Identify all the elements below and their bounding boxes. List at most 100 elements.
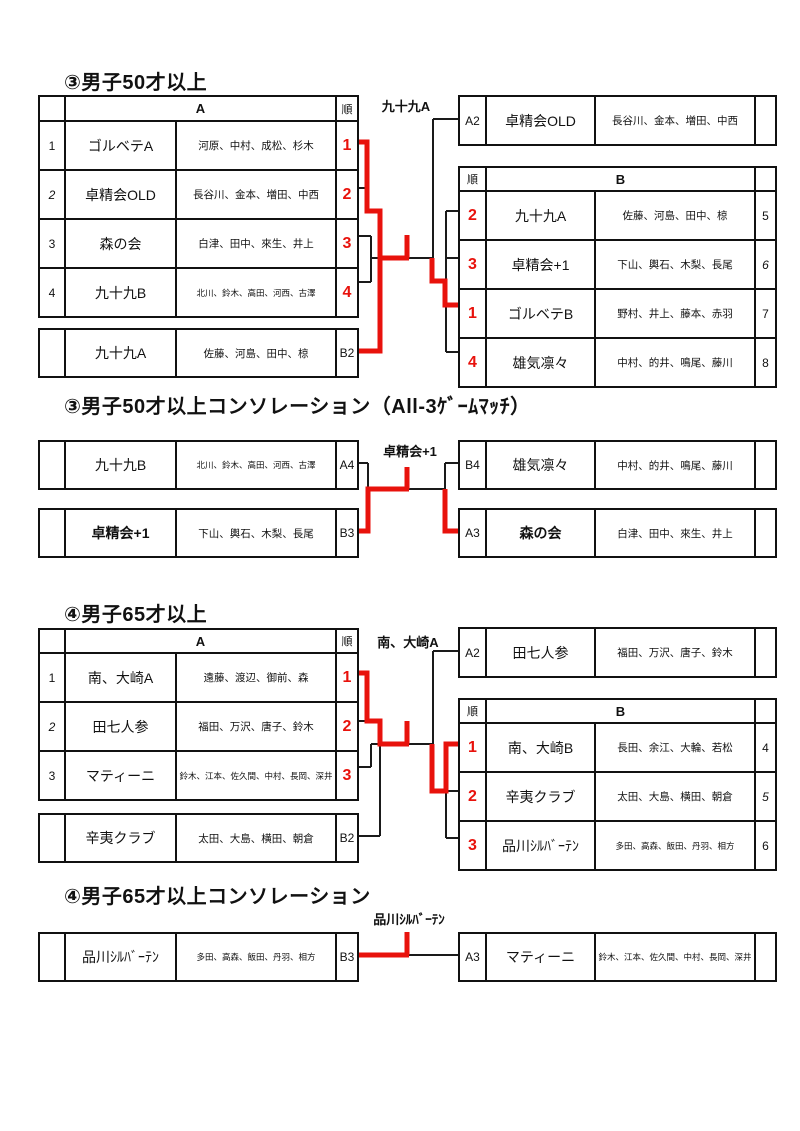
table-row: 2 辛夷クラブ 太田、大島、横田、朝倉 5 <box>460 771 775 820</box>
seed-tag-cell: B3 <box>335 934 357 980</box>
table-row: 辛夷クラブ 太田、大島、横田、朝倉 B2 <box>40 815 357 861</box>
members-cell: 福田、万沢、唐子、鈴木 <box>594 629 754 676</box>
seed-tag-cell: A3 <box>465 950 480 964</box>
rank-cell: 2 <box>335 171 357 218</box>
members-cell: 太田、大島、横田、朝倉 <box>594 773 754 820</box>
table-row: 1 ゴルベテA 河原、中村、成松、杉木 1 <box>40 120 357 169</box>
team-cell: 南、大崎B <box>485 724 594 771</box>
group-label-cell: A <box>64 630 335 652</box>
c1-right-box-1: B4 雄気凛々 中村、的井、鳴尾、藤川 <box>458 440 777 490</box>
rank-cell: 4 <box>468 353 477 371</box>
seed-cell: 5 <box>754 773 775 820</box>
members-cell: 佐藤、河島、田中、椋 <box>175 330 335 376</box>
blank-cell <box>754 510 775 556</box>
rank-cell: 2 <box>468 787 477 805</box>
members-cell: 佐藤、河島、田中、椋 <box>594 192 754 239</box>
members-cell: 北川、鈴木、高田、河西、古澤 <box>175 269 335 316</box>
rank-cell: 3 <box>468 836 477 854</box>
table-row: 3 卓精会+1 下山、輿石、木梨、長尾 6 <box>460 239 775 288</box>
c2-left-box: 品川ｼﾙﾊﾞｰﾃﾝ 多田、高森、飯田、丹羽、相方 B3 <box>38 932 359 982</box>
group-label-cell: A <box>64 97 335 120</box>
s1-a2-box: A2 卓精会OLD 長谷川、金本、増田、中西 <box>458 95 777 146</box>
rank-cell: 3 <box>335 752 357 799</box>
table-row: A2 卓精会OLD 長谷川、金本、増田、中西 <box>460 97 775 144</box>
team-cell: 卓精会OLD <box>64 171 175 218</box>
blank-cell <box>754 97 775 144</box>
seed-cell: 1 <box>48 670 56 685</box>
team-cell: 辛夷クラブ <box>64 815 175 861</box>
team-cell: 田七人参 <box>64 703 175 750</box>
seed-tag-cell: A4 <box>335 442 357 488</box>
s2-a2-box: A2 田七人参 福田、万沢、唐子、鈴木 <box>458 627 777 678</box>
table-row: A3 マティーニ 鈴木、江本、佐久間、中村、長岡、深井 <box>460 934 775 980</box>
s1-group-b-table: 順 B 2 九十九A 佐藤、河島、田中、椋 5 3 卓精会+1 下山、輿石、木梨… <box>458 166 777 388</box>
seed-cell: 7 <box>754 290 775 337</box>
members-cell: 白津、田中、來生、井上 <box>594 510 754 556</box>
team-cell: ゴルベテB <box>485 290 594 337</box>
table-row: 1 ゴルベテB 野村、井上、藤本、赤羽 7 <box>460 288 775 337</box>
seed-cell: 8 <box>754 339 775 386</box>
c1-left-box-1: 九十九B 北川、鈴木、高田、河西、古澤 A4 <box>38 440 359 490</box>
team-cell: 九十九A <box>64 330 175 376</box>
seed-cell: 3 <box>48 768 56 783</box>
header-blank-cell <box>754 168 775 190</box>
table-row: A3 森の会 白津、田中、來生、井上 <box>460 510 775 556</box>
rank-cell: 4 <box>335 269 357 316</box>
team-cell: 九十九B <box>64 269 175 316</box>
consolation2-winner-label: 品川ｼﾙﾊﾞｰﾃﾝ <box>373 912 445 927</box>
team-cell: 南、大崎A <box>64 654 175 701</box>
blank-cell <box>40 815 64 861</box>
team-cell: 雄気凛々 <box>485 339 594 386</box>
members-cell: 太田、大島、横田、朝倉 <box>175 815 335 861</box>
members-cell: 長谷川、金本、増田、中西 <box>175 171 335 218</box>
seed-cell: 1 <box>48 138 56 153</box>
table-row: 4 雄気凛々 中村、的井、鳴尾、藤川 8 <box>460 337 775 386</box>
seed-tag-cell: B2 <box>335 330 357 376</box>
table-header-row: A 順 <box>40 97 357 120</box>
team-cell: 田七人参 <box>485 629 594 676</box>
rank-header-cell: 順 <box>335 97 357 120</box>
table-header-row: A 順 <box>40 630 357 652</box>
seed-tag-cell: A2 <box>465 645 480 660</box>
team-cell: ゴルベテA <box>64 122 175 169</box>
s1-b2-box: 九十九A 佐藤、河島、田中、椋 B2 <box>38 328 359 378</box>
team-cell: 森の会 <box>64 220 175 267</box>
header-blank-cell <box>40 630 64 652</box>
members-cell: 長田、余江、大輪、若松 <box>594 724 754 771</box>
rank-cell: 1 <box>468 738 477 756</box>
bracket-line-red <box>355 139 458 958</box>
table-row: 2 卓精会OLD 長谷川、金本、増田、中西 2 <box>40 169 357 218</box>
blank-cell <box>40 510 64 556</box>
table-row: B4 雄気凛々 中村、的井、鳴尾、藤川 <box>460 442 775 488</box>
table-row: 1 南、大崎A 遠藤、渡辺、御前、森 1 <box>40 652 357 701</box>
team-cell: 卓精会OLD <box>485 97 594 144</box>
seed-cell: 6 <box>754 241 775 288</box>
s2-group-a-table: A 順 1 南、大崎A 遠藤、渡辺、御前、森 1 2 田七人参 福田、万沢、唐子… <box>38 628 359 801</box>
members-cell: 福田、万沢、唐子、鈴木 <box>175 703 335 750</box>
section2-title: ④男子65才以上 <box>64 604 208 626</box>
members-cell: 北川、鈴木、高田、河西、古澤 <box>175 442 335 488</box>
team-cell: マティーニ <box>64 752 175 799</box>
rank-header-cell: 順 <box>467 706 478 718</box>
seed-cell: 2 <box>48 187 56 202</box>
members-cell: 下山、輿石、木梨、長尾 <box>175 510 335 556</box>
members-cell: 河原、中村、成松、杉木 <box>175 122 335 169</box>
table-row: 1 南、大崎B 長田、余江、大輪、若松 4 <box>460 722 775 771</box>
members-cell: 多田、高森、飯田、丹羽、相方 <box>594 822 754 869</box>
members-cell: 多田、高森、飯田、丹羽、相方 <box>175 934 335 980</box>
rank-cell: 3 <box>468 255 477 273</box>
consolation1-title: ③男子50才以上コンソレーション（All-3ｹﾞｰﾑﾏｯﾁ） <box>64 396 531 418</box>
team-cell: 九十九B <box>64 442 175 488</box>
seed-cell: 4 <box>48 285 56 300</box>
c2-right-box: A3 マティーニ 鈴木、江本、佐久間、中村、長岡、深井 <box>458 932 777 982</box>
members-cell: 長谷川、金本、増田、中西 <box>594 97 754 144</box>
consolation1-winner-label: 卓精会+1 <box>383 444 437 459</box>
team-cell: 森の会 <box>485 510 594 556</box>
blank-cell <box>40 330 64 376</box>
header-blank-cell <box>754 700 775 722</box>
table-row: 3 品川ｼﾙﾊﾞｰﾃﾝ 多田、高森、飯田、丹羽、相方 6 <box>460 820 775 869</box>
rank-cell: 2 <box>335 703 357 750</box>
rank-cell: 2 <box>468 206 477 224</box>
members-cell: 遠藤、渡辺、御前、森 <box>175 654 335 701</box>
